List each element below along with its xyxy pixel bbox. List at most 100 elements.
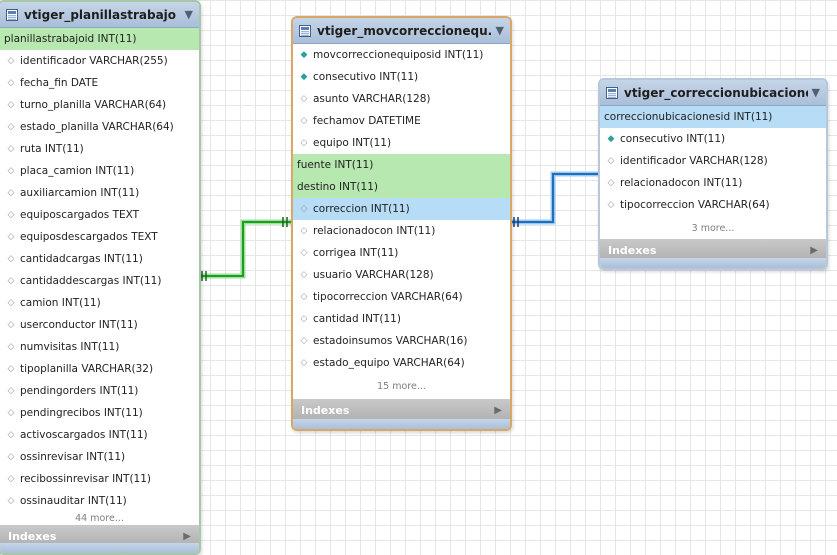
table-column-row[interactable]: ◇fecha_fin DATE: [0, 72, 199, 94]
column-label: identificador VARCHAR(128): [620, 155, 768, 167]
table-column-row[interactable]: ◇ identificador VARCHAR(128): [600, 150, 826, 172]
diamond-icon: ◇: [607, 178, 615, 188]
table-column-row[interactable]: ◆consecutivo INT(11): [600, 128, 826, 150]
column-label: pendingorders INT(11): [20, 385, 139, 397]
table-column-row[interactable]: ◇placa_camion INT(11): [0, 160, 199, 182]
indexes-section[interactable]: Indexes ▶: [600, 239, 826, 261]
more-columns-link[interactable]: 44 more...: [75, 512, 124, 524]
caret-down-icon[interactable]: ▼: [495, 24, 504, 37]
diamond-icon: ◇: [7, 452, 15, 462]
diamond-icon: ◇: [7, 210, 15, 220]
table-column-row[interactable]: destino INT(11): [293, 176, 510, 198]
connector-movcorreccion-correccionubicaciones[interactable]: [512, 171, 598, 227]
indexes-section[interactable]: Indexes ▶: [293, 399, 510, 421]
table-column-row[interactable]: ◇usuario VARCHAR(128): [293, 264, 510, 286]
table-column-row[interactable]: ◇turno_planilla VARCHAR(64): [0, 94, 199, 116]
table-column-row[interactable]: ◇equiposcargados TEXT: [0, 204, 199, 226]
table-column-row[interactable]: ◇tipocorreccion VARCHAR(64): [600, 194, 826, 216]
table-column-row[interactable]: ◇auxiliarcamion INT(11): [0, 182, 199, 204]
table-column-row[interactable]: ◇cantidadcargas INT(11): [0, 248, 199, 270]
more-columns-link[interactable]: 15 more...: [377, 380, 426, 392]
table-column-row[interactable]: ◇estado_equipo VARCHAR(64): [293, 352, 510, 374]
table-column-row[interactable]: ◇identificador VARCHAR(255): [0, 50, 199, 72]
table-vtiger-correccionubicaciones[interactable]: vtiger_correccionubicaciones ▼ correccio…: [598, 78, 828, 270]
table-column-row[interactable]: ◆movcorreccionequiposid INT(11): [293, 44, 510, 66]
table-column-row[interactable]: ◇ruta INT(11): [0, 138, 199, 160]
diamond-icon: ◇: [300, 138, 308, 148]
table-header[interactable]: vtiger_correccionubicaciones ▼: [600, 80, 826, 106]
table-column-row[interactable]: ◇tipocorreccion VARCHAR(64): [293, 286, 510, 308]
table-column-row[interactable]: ◇equiposdescargados TEXT: [0, 226, 199, 248]
column-label: fechamov DATETIME: [313, 115, 421, 127]
triangle-right-icon[interactable]: ▶: [810, 244, 818, 256]
table-column-row[interactable]: ◇cantidaddescargas INT(11): [0, 270, 199, 292]
diamond-icon: ◇: [7, 430, 15, 440]
more-columns-link[interactable]: 3 more...: [691, 222, 735, 234]
column-label: relacionadocon INT(11): [313, 225, 436, 237]
diamond-icon: ◇: [7, 364, 15, 374]
table-column-row[interactable]: ◇ relacionadocon INT(11): [293, 220, 510, 242]
column-label: placa_camion INT(11): [20, 165, 135, 177]
column-label: planillastrabajoid INT(11): [4, 33, 137, 45]
table-vtiger-planillastrabajo[interactable]: vtiger_planillastrabajo ▼ planillastraba…: [0, 0, 201, 555]
table-column-row[interactable]: ◇equipo INT(11): [293, 132, 510, 154]
table-column-row[interactable]: ◇corrigea INT(11): [293, 242, 510, 264]
triangle-right-icon[interactable]: ▶: [183, 530, 191, 542]
triangle-right-icon[interactable]: ▶: [494, 404, 502, 416]
diamond-icon: ◇: [300, 226, 308, 236]
table-icon: [606, 86, 618, 99]
diamond-icon: ◇: [7, 320, 15, 330]
table-column-row[interactable]: planillastrabajoid INT(11): [0, 28, 199, 50]
table-column-row[interactable]: ◇ossinrevisar INT(11): [0, 446, 199, 468]
indexes-label: Indexes: [608, 243, 657, 257]
column-label: ossinauditar INT(11): [20, 495, 127, 507]
column-label: auxiliarcamion INT(11): [20, 187, 140, 199]
diamond-icon: ◇: [607, 156, 615, 166]
diamond-icon: ◇: [300, 94, 308, 104]
table-column-row[interactable]: ◇estadoinsumos VARCHAR(16): [293, 330, 510, 352]
diamond-icon: ◇: [7, 496, 15, 506]
column-label: tipoplanilla VARCHAR(32): [20, 363, 154, 375]
table-column-row[interactable]: ◇ fechamov DATETIME: [293, 110, 510, 132]
table-title: vtiger_correccionubicaciones: [624, 85, 808, 100]
column-label: cantidadcargas INT(11): [20, 253, 143, 265]
column-label: userconductor INT(11): [20, 319, 138, 331]
table-column-row[interactable]: ◇camion INT(11): [0, 292, 199, 314]
table-column-row[interactable]: ◇asunto VARCHAR(128): [293, 88, 510, 110]
column-label: correccionubicacionesid INT(11): [604, 111, 773, 123]
table-column-row[interactable]: ◇ ossinauditar INT(11): [0, 490, 199, 512]
table-column-row[interactable]: ◇relacionadocon INT(11): [600, 172, 826, 194]
table-header[interactable]: vtiger_planillastrabajo ▼: [0, 2, 199, 28]
caret-down-icon[interactable]: ▼: [811, 86, 820, 99]
table-column-row[interactable]: ◇cantidad INT(11): [293, 308, 510, 330]
column-label: pendingrecibos INT(11): [20, 407, 143, 419]
indexes-label: Indexes: [8, 529, 57, 543]
table-column-row[interactable]: ◇recibossinrevisar INT(11): [0, 468, 199, 490]
table-column-row[interactable]: ◆consecutivo INT(11): [293, 66, 510, 88]
diamond-icon: ◆: [300, 72, 308, 82]
table-column-row[interactable]: ◇ userconductor INT(11): [0, 314, 199, 336]
diamond-icon: ◇: [607, 200, 615, 210]
column-label: corrigea INT(11): [313, 247, 399, 259]
table-column-row[interactable]: ◇correccion INT(11): [293, 198, 510, 220]
diamond-icon: ◇: [7, 122, 15, 132]
table-column-row[interactable]: ◇ tipoplanilla VARCHAR(32): [0, 358, 199, 380]
diamond-icon: ◇: [7, 56, 15, 66]
diamond-icon: ◇: [300, 336, 308, 346]
table-header[interactable]: vtiger_movcorreccionequ... ▼: [293, 18, 510, 44]
table-column-row[interactable]: ◇estado_planilla VARCHAR(64): [0, 116, 199, 138]
indexes-section[interactable]: Indexes ▶: [0, 525, 199, 547]
connector-planillas-movcorreccion[interactable]: [201, 217, 291, 281]
table-column-row[interactable]: ◇activoscargados INT(11): [0, 424, 199, 446]
diamond-icon: ◇: [300, 116, 308, 126]
indexes-label: Indexes: [301, 403, 350, 417]
caret-down-icon[interactable]: ▼: [184, 8, 193, 21]
table-column-row[interactable]: fuente INT(11): [293, 154, 510, 176]
column-label: consecutivo INT(11): [620, 133, 726, 145]
table-column-row[interactable]: correccionubicacionesid INT(11): [600, 106, 826, 128]
table-column-row[interactable]: ◇pendingorders INT(11): [0, 380, 199, 402]
diamond-icon: ◇: [7, 100, 15, 110]
table-vtiger-movcorreccionequipos[interactable]: vtiger_movcorreccionequ... ▼ ◆movcorrecc…: [291, 16, 512, 431]
table-column-row[interactable]: ◇pendingrecibos INT(11): [0, 402, 199, 424]
table-column-row[interactable]: ◇numvisitas INT(11): [0, 336, 199, 358]
